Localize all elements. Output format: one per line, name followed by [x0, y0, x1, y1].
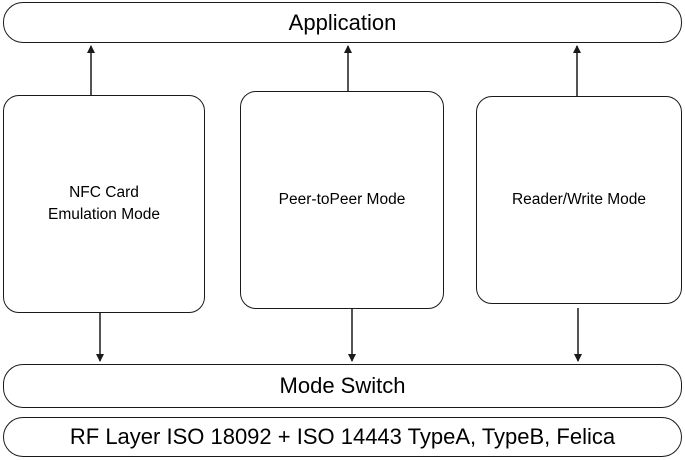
- mode-label-line: Emulation Mode: [47, 206, 160, 223]
- application-layer-box: Application: [3, 2, 682, 43]
- mode-label-line: NFC Card: [69, 184, 139, 201]
- nfc-card-emulation-mode-label: NFC Card Emulation Mode: [48, 182, 160, 226]
- peer-to-peer-mode-box: Peer-toPeer Mode: [240, 91, 444, 309]
- reader-write-mode-box: Reader/Write Mode: [476, 96, 682, 304]
- rf-layer-label: RF Layer ISO 18092 + ISO 14443 TypeA, Ty…: [69, 424, 616, 449]
- mode-switch-label: Mode Switch: [279, 373, 406, 398]
- application-label: Application: [288, 9, 397, 35]
- mode-label-line: Reader/Write Mode: [511, 191, 647, 208]
- mode-label-line: Peer-toPeer Mode: [278, 191, 406, 208]
- reader-write-mode-label: Reader/Write Mode: [512, 189, 646, 211]
- rf-layer-box: RF Layer ISO 18092 + ISO 14443 TypeA, Ty…: [3, 417, 682, 457]
- mode-switch-box: Mode Switch: [3, 364, 682, 408]
- peer-to-peer-mode-label: Peer-toPeer Mode: [279, 189, 406, 211]
- nfc-card-emulation-mode-box: NFC Card Emulation Mode: [3, 95, 205, 313]
